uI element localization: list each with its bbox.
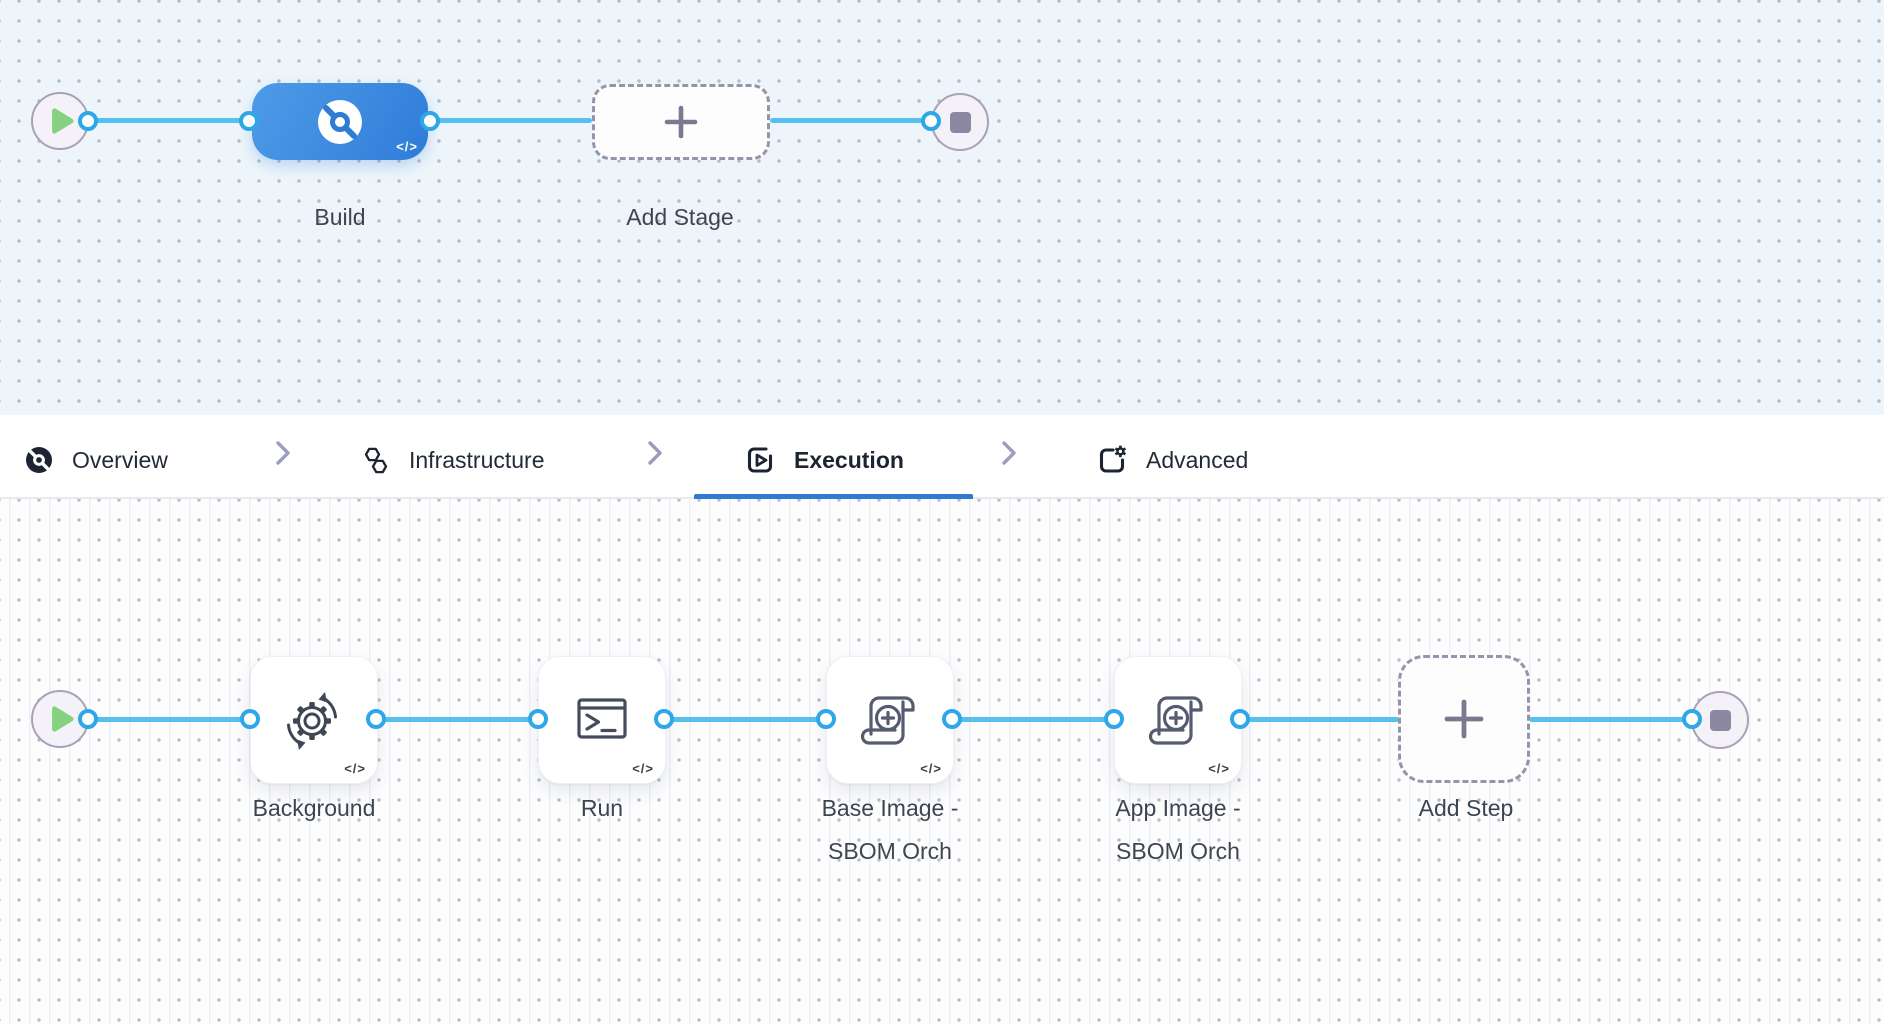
connector-port[interactable]: [1104, 709, 1124, 729]
step-label: Background: [252, 795, 376, 821]
tab-label: Overview: [72, 446, 168, 473]
connector-port[interactable]: [78, 111, 98, 131]
connector-port[interactable]: [942, 709, 962, 729]
add-step-button[interactable]: [1398, 655, 1530, 783]
step-code-badge[interactable]: </>: [344, 761, 366, 776]
stop-icon: [949, 111, 971, 133]
connector-line: [88, 118, 250, 123]
plus-icon: [664, 105, 698, 139]
background-sync-gear-icon: [287, 692, 337, 750]
step-label: Base Image - SBOM Orch: [821, 795, 959, 864]
ci-overview-icon: [26, 447, 52, 473]
stage-config-tab-bar: Overview Infrastructure Execution: [0, 415, 1884, 499]
chevron-right-icon: [648, 441, 662, 465]
execution-play-icon: [747, 447, 773, 473]
step-node-app-image-sbom-orch[interactable]: </>: [1114, 656, 1242, 784]
connector-port[interactable]: [816, 709, 836, 729]
step-label: App Image - SBOM Orch: [1115, 795, 1241, 864]
connector-port[interactable]: [78, 709, 98, 729]
tab-execution[interactable]: Execution: [744, 425, 904, 495]
play-icon: [52, 108, 74, 134]
sbom-scroll-plus-icon: [1148, 696, 1203, 745]
stage-node-build[interactable]: </>: [252, 83, 428, 160]
tab-label: Infrastructure: [409, 446, 545, 473]
connector-port[interactable]: [1682, 709, 1702, 729]
connector-line: [88, 717, 250, 722]
tab-label: Advanced: [1146, 446, 1249, 473]
tab-label: Execution: [794, 446, 904, 473]
chevron-right-icon: [1002, 441, 1016, 465]
step-label: Run: [580, 795, 624, 821]
connector-line: [1529, 717, 1692, 722]
ci-build-icon: [318, 99, 362, 144]
add-stage-label: Add Stage: [626, 204, 734, 230]
infrastructure-hexagons-icon: [364, 447, 388, 473]
chevron-right-icon: [276, 441, 290, 465]
step-node-run[interactable]: </>: [538, 656, 666, 784]
step-code-badge[interactable]: </>: [1208, 761, 1230, 776]
connector-port[interactable]: [1230, 709, 1250, 729]
run-terminal-icon: [577, 698, 627, 739]
add-stage-button[interactable]: [592, 84, 770, 160]
play-icon: [52, 706, 74, 732]
connector-line: [376, 717, 538, 722]
connector-line: [952, 717, 1114, 722]
connector-line: [429, 118, 592, 123]
sbom-scroll-plus-icon: [860, 696, 915, 745]
stage-code-badge[interactable]: </>: [396, 139, 418, 154]
step-code-badge[interactable]: </>: [632, 761, 654, 776]
advanced-settings-icon: [1099, 445, 1127, 473]
tab-infrastructure[interactable]: Infrastructure: [360, 425, 545, 495]
step-node-base-image-sbom-orch[interactable]: </>: [826, 656, 954, 784]
stop-icon: [1709, 709, 1731, 731]
step-node-background[interactable]: </>: [250, 656, 378, 784]
step-code-badge[interactable]: </>: [920, 761, 942, 776]
tab-advanced[interactable]: Advanced: [1096, 425, 1248, 495]
plus-icon: [1444, 699, 1484, 739]
connector-port[interactable]: [921, 111, 941, 131]
connector-port[interactable]: [240, 709, 260, 729]
connector-line: [664, 717, 826, 722]
connector-port[interactable]: [420, 111, 440, 131]
stage-pipeline-canvas[interactable]: </> Build Add Stage: [0, 0, 1884, 415]
execution-start-node[interactable]: [31, 690, 89, 748]
gear-badge: [1114, 445, 1127, 458]
connector-port[interactable]: [528, 709, 548, 729]
active-tab-underline: [694, 494, 973, 499]
stage-label: Build: [314, 204, 366, 230]
tab-overview[interactable]: Overview: [24, 425, 168, 495]
execution-steps-canvas[interactable]: </> </> </>: [0, 499, 1884, 1024]
connector-line: [770, 118, 931, 123]
add-step-label: Add Step: [1418, 795, 1514, 821]
connector-port[interactable]: [366, 709, 386, 729]
connector-line: [1240, 717, 1399, 722]
connector-port[interactable]: [239, 111, 259, 131]
connector-port[interactable]: [654, 709, 674, 729]
